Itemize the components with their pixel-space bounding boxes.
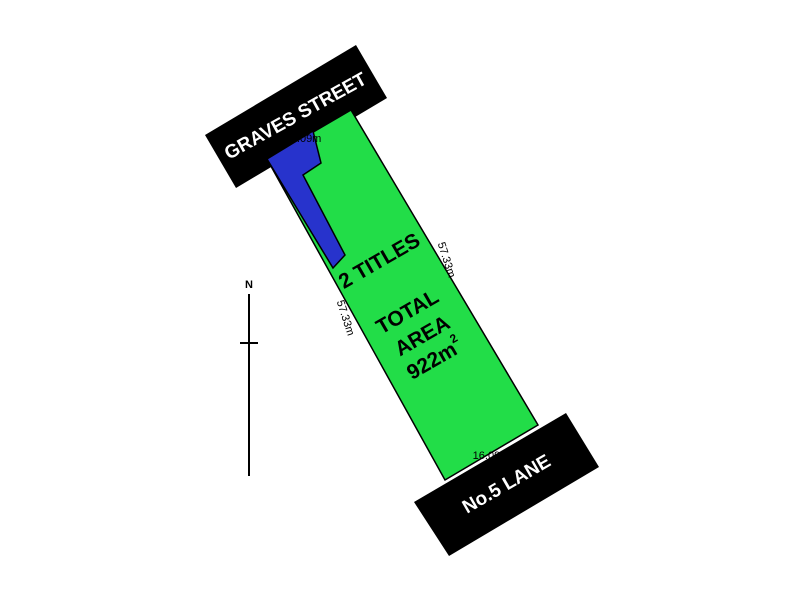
lot-parcel	[265, 108, 540, 482]
graves-street-road	[205, 45, 387, 188]
bottom-frontage-dimension: 16.09m	[473, 450, 510, 462]
no5-lane-road	[414, 413, 599, 556]
top-frontage-dimension: 16.09m	[285, 133, 322, 145]
secondary-title-parcel	[265, 129, 346, 270]
north-label: N	[245, 279, 253, 291]
north-arrow: N	[240, 279, 258, 476]
